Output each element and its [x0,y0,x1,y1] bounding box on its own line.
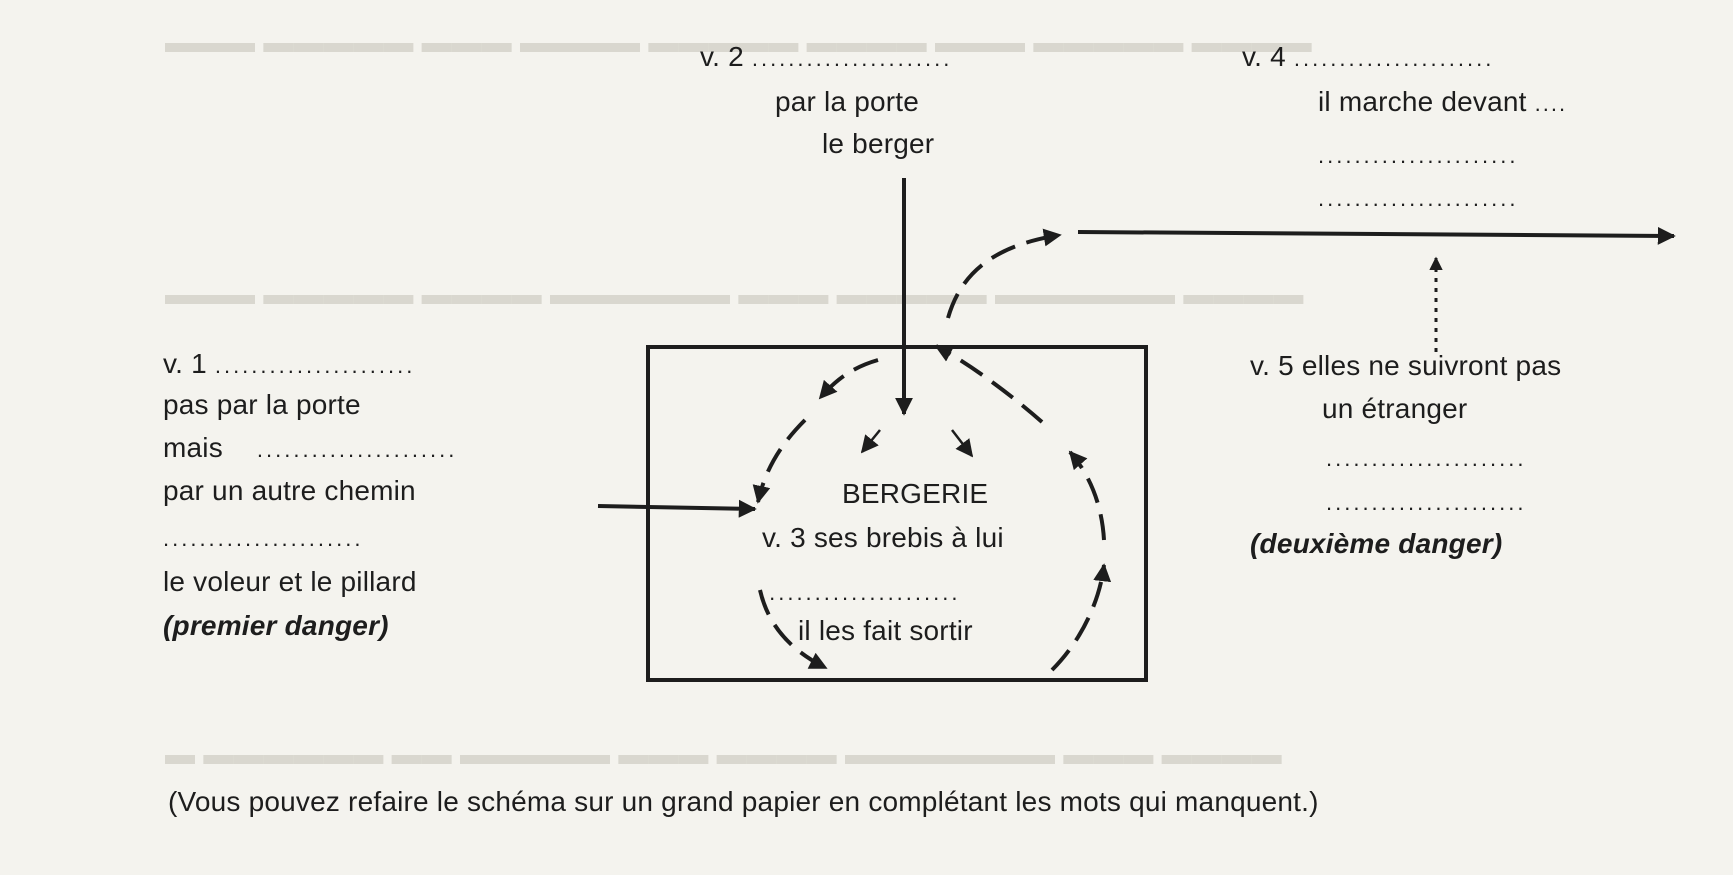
v1-blank: ...................... [163,526,364,551]
arrow-dash-upper-right [934,344,1044,424]
bleed-through-text: ▬▬▬ ▬▬▬▬▬ ▬▬▬ ▬▬▬▬ ▬▬▬▬▬ ▬▬▬▬ ▬▬▬ ▬▬▬▬▬ … [165,26,1312,59]
v1-label: v. 1 ...................... [163,348,416,379]
instruction-text: (Vous pouvez refaire le schéma sur un gr… [168,786,1319,817]
arrow-dash-upper-left [818,358,879,400]
arrow-dash-bottom-right [1050,563,1112,672]
arrow-dash-left [752,418,807,504]
bergerie-v3: v. 3 ses brebis à lui [762,522,1004,553]
premier-danger: (premier danger) [163,610,389,641]
v4-label: v. 4 ...................... [1242,41,1495,72]
bleed-through-text: ▬ ▬▬▬▬▬▬ ▬▬ ▬▬▬▬▬ ▬▬▬ ▬▬▬▬ ▬▬▬▬▬▬▬ ▬▬▬ ▬… [165,738,1282,771]
v5-blank-2: ...................... [1326,490,1527,515]
arrow-small-right [951,429,974,458]
arrow-voleur [597,499,757,518]
v2-line1: par la porte [775,86,920,117]
v2-label: v. 2 ...................... [700,41,953,72]
v4-blank-1: ...................... [1318,143,1519,168]
bergerie-box [646,345,1148,682]
v5-label: v. 5 elles ne suivront pas [1250,350,1562,381]
bergerie-blank: ...................... [760,580,961,605]
v2-line2: le berger [822,128,935,159]
arrow-dash-top-out [946,228,1062,319]
v4-line1: il marche devant .... [1318,86,1568,117]
bergerie-exit: il les fait sortir [798,615,973,646]
v1-line2: mais ...................... [163,432,458,463]
v5-line2: un étranger [1322,393,1468,424]
arrow-dash-right [1068,450,1106,541]
v1-line3: par un autre chemin [163,475,416,506]
v4-blank-2: ...................... [1318,186,1519,211]
v1-line1: pas par la porte [163,389,361,420]
arrow-marche-devant [1077,226,1676,245]
v1-line4: le voleur et le pillard [163,566,417,597]
v5-blank-1: ...................... [1326,446,1527,471]
deuxieme-danger: (deuxième danger) [1250,528,1503,559]
arrow-small-left [860,429,881,454]
bleed-through-text: ▬▬▬ ▬▬▬▬▬ ▬▬▬▬ ▬▬▬▬▬▬ ▬▬▬ ▬▬▬▬▬ ▬▬▬▬▬▬ ▬… [165,278,1304,311]
arrow-dash-bottom-left [758,589,828,670]
bergerie-title: BERGERIE [842,478,989,509]
